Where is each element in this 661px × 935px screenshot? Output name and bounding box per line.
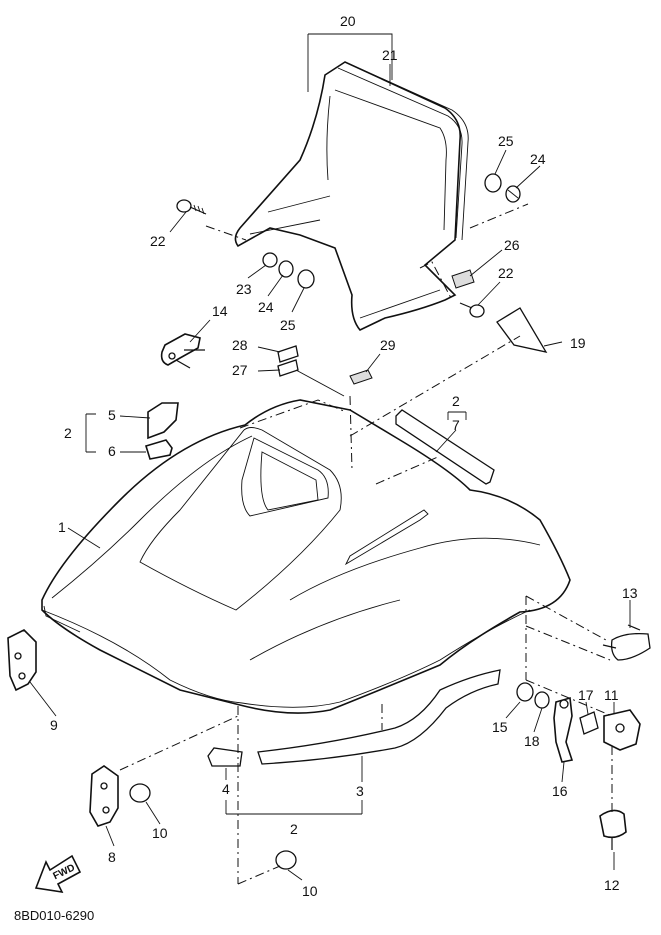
pad-4 — [207, 747, 243, 767]
diagram-code: 8BD010-6290 — [14, 908, 94, 923]
callout-22: 22 — [498, 265, 514, 281]
washers-23-24-25 — [262, 252, 315, 289]
latch-11 — [603, 709, 641, 751]
callout-24: 24 — [530, 151, 546, 167]
fwd-arrow: FWD — [34, 854, 82, 894]
callout-16: 16 — [552, 783, 568, 799]
callout-2: 2 — [64, 425, 72, 441]
callout-22: 22 — [150, 233, 166, 249]
callout-26: 26 — [504, 237, 520, 253]
callout-29: 29 — [380, 337, 396, 353]
callout-10: 10 — [152, 825, 168, 841]
strip-7 — [395, 409, 495, 485]
hood-1 — [41, 399, 571, 714]
callout-2: 2 — [452, 393, 460, 409]
callout-20: 20 — [340, 13, 356, 29]
hinge-9 — [7, 629, 37, 692]
callout-9: 9 — [50, 717, 58, 733]
callout-13: 13 — [622, 585, 638, 601]
callout-18: 18 — [524, 733, 540, 749]
callout-2: 2 — [290, 821, 298, 837]
nuts-24-25-top — [484, 173, 521, 203]
trim-3 — [257, 669, 501, 765]
callout-25: 25 — [498, 133, 514, 149]
callout-27: 27 — [232, 362, 248, 378]
callout-17: 17 — [578, 687, 594, 703]
callout-21: 21 — [382, 47, 398, 63]
callout-19: 19 — [570, 335, 586, 351]
callout-15: 15 — [492, 719, 508, 735]
callout-4: 4 — [222, 781, 230, 797]
callout-5: 5 — [108, 407, 116, 423]
hinge-8 — [89, 765, 119, 827]
decal-19 — [496, 307, 548, 353]
callout-1: 1 — [58, 519, 66, 535]
callout-23: 23 — [236, 281, 252, 297]
callout-11: 11 — [604, 687, 619, 703]
pin-13 — [602, 624, 651, 661]
pad-29 — [349, 369, 373, 385]
callout-10: 10 — [302, 883, 318, 899]
callout-14: 14 — [212, 303, 228, 319]
windshield — [234, 61, 469, 331]
grommet-10-b — [275, 850, 297, 870]
callout-3: 3 — [356, 783, 364, 799]
callout-labels: 20 21 25 24 22 23 24 25 26 22 19 14 28 2… — [50, 13, 638, 899]
leader-lines — [29, 33, 631, 881]
assembly-lines — [119, 203, 613, 885]
callout-28: 28 — [232, 337, 248, 353]
callout-7: 7 — [452, 417, 460, 433]
seal-26 — [451, 269, 475, 289]
collar-17 — [579, 711, 599, 735]
pads-27-28 — [277, 345, 299, 377]
grommet-10-a — [129, 783, 151, 803]
washer-18 — [534, 691, 550, 709]
pad-5 — [147, 402, 179, 440]
callout-24: 24 — [258, 299, 274, 315]
collar-15 — [516, 682, 534, 702]
callout-8: 8 — [108, 849, 116, 865]
callout-25: 25 — [280, 317, 296, 333]
pad-6 — [144, 439, 173, 460]
screw-22-right — [459, 302, 485, 318]
lever-16 — [553, 696, 574, 763]
callout-12: 12 — [604, 877, 620, 893]
knob-12 — [599, 809, 627, 850]
screw-22-left — [176, 199, 207, 215]
bracket-14 — [160, 333, 205, 369]
callout-6: 6 — [108, 443, 116, 459]
